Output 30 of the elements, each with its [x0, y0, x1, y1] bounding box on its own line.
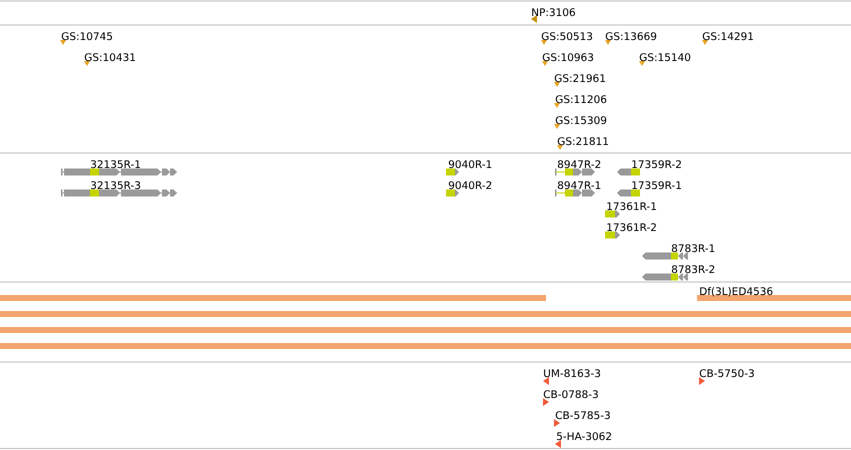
feature-label: 8947R-1 [558, 181, 600, 190]
feature-label: 17359R-1 [632, 181, 681, 190]
feature-label: Df(3L)ED4536 [700, 287, 772, 296]
feature-label: GS:50513 [542, 32, 592, 40]
feature-label: 5-HA-3062 [557, 432, 611, 440]
feature-label: 9040R-2 [448, 181, 492, 190]
feature-label: GS:14291 [702, 32, 753, 40]
feature-label: 32135R-3 [91, 181, 140, 190]
feature-label: GS:10963 [542, 53, 594, 62]
feature-label: 32135R-1 [91, 160, 140, 168]
feature-label: GS:15140 [640, 53, 690, 62]
feature-label: CB-0788-3 [544, 390, 598, 398]
feature-label: GS:21811 [558, 137, 608, 146]
feature-label: UM-8163-3 [544, 369, 600, 378]
feature-label: 17361R-2 [607, 223, 656, 232]
feature-label: NP:3106 [532, 8, 575, 16]
feature-label: 8947R-2 [558, 160, 600, 168]
feature-label: 9040R-1 [448, 160, 492, 168]
feature-label: GS:11206 [556, 95, 606, 104]
feature-label: GS:21961 [554, 74, 605, 82]
feature-label: GS:13669 [606, 32, 656, 40]
feature-label: 17361R-1 [607, 202, 656, 210]
feature-label: GS:10745 [62, 32, 112, 40]
feature-label: 17359R-2 [632, 160, 681, 168]
feature-label: CB-5785-3 [556, 411, 610, 420]
feature-label: 8783R-2 [672, 265, 714, 274]
feature-label: GS:10431 [84, 53, 135, 62]
feature-label: CB-5750-3 [700, 369, 754, 378]
feature-label: 8783R-1 [672, 244, 714, 252]
feature-label: GS:15309 [556, 116, 606, 124]
